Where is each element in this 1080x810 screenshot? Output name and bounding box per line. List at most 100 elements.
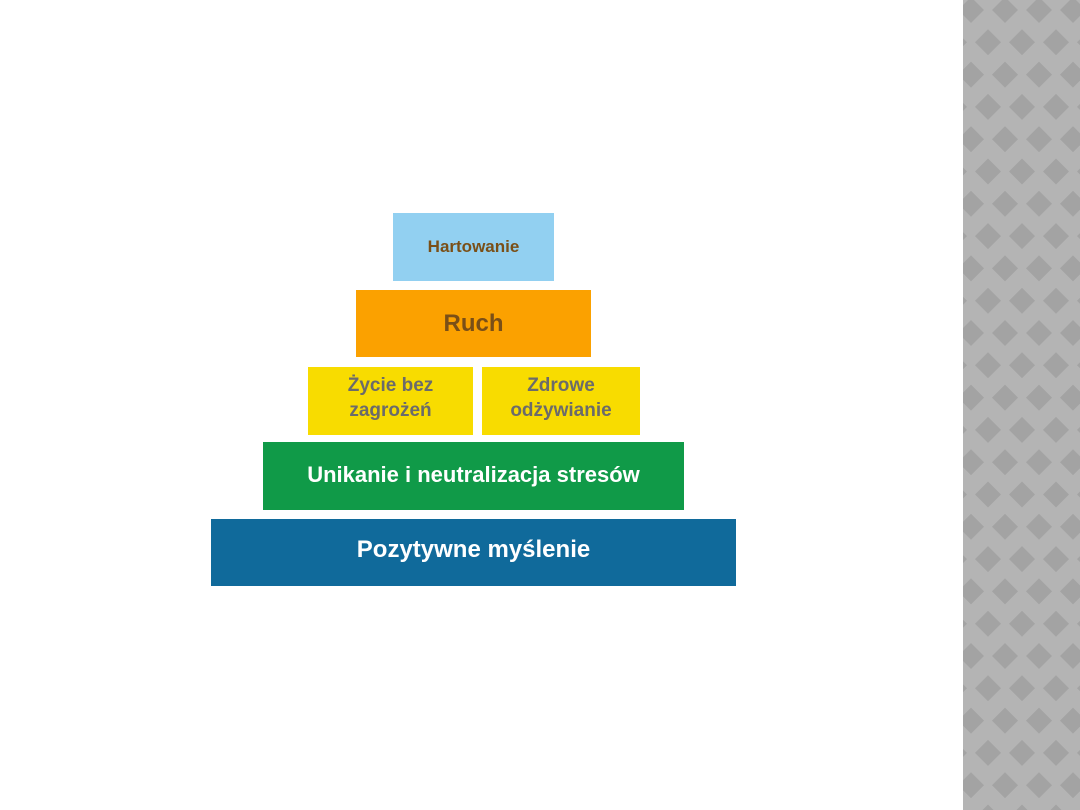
pattern-diamond (1060, 449, 1080, 476)
pattern-diamond (1060, 384, 1080, 411)
decorative-side-panel (963, 0, 1080, 810)
pattern-diamond (992, 190, 1018, 217)
pattern-diamond (1060, 126, 1080, 153)
pattern-diamond (1009, 223, 1035, 250)
pattern-diamond (1077, 685, 1080, 692)
pattern-diamond (992, 772, 1018, 799)
pattern-diamond (975, 223, 1001, 250)
pattern-diamond (1060, 513, 1080, 540)
pattern-diamond (1043, 610, 1069, 637)
pattern-diamond (963, 748, 967, 757)
pattern-diamond (1060, 772, 1080, 799)
pattern-diamond (975, 481, 1001, 508)
pattern-diamond (1043, 29, 1069, 56)
pattern-diamond (1077, 362, 1080, 369)
pattern-diamond (1043, 546, 1069, 573)
pattern-diamond (1043, 352, 1069, 379)
pattern-diamond (1026, 643, 1052, 669)
pattern-diamond (975, 416, 1001, 443)
pattern-diamond (1026, 255, 1052, 282)
pattern-diamond (1043, 93, 1069, 120)
pattern-diamond (963, 619, 967, 628)
pattern-diamond (992, 643, 1018, 669)
pattern-diamond (992, 61, 1018, 88)
pattern-diamond (992, 255, 1018, 282)
pattern-diamond (1043, 416, 1069, 443)
pattern-diamond (992, 384, 1018, 411)
pattern-diamond (1060, 578, 1080, 605)
pattern-diamond (1043, 158, 1069, 185)
pattern-diamond (992, 513, 1018, 540)
pattern-diamond (1043, 739, 1069, 766)
pattern-diamond (1026, 0, 1052, 23)
pattern-diamond (1026, 772, 1052, 799)
pattern-diamond (963, 167, 967, 176)
pattern-diamond (1077, 297, 1080, 304)
pattern-diamond (1009, 158, 1035, 185)
pattern-diamond (963, 232, 967, 241)
pattern-diamond (963, 684, 967, 693)
pattern-diamond (1026, 513, 1052, 540)
pattern-diamond (963, 643, 984, 669)
pattern-diamond (963, 805, 967, 810)
pattern-diamond (982, 804, 994, 810)
pyramid-label-pozytywne-myslenie: Pozytywne myślenie (356, 535, 591, 563)
pattern-diamond (963, 61, 984, 88)
pattern-diamond (1026, 61, 1052, 88)
pattern-diamond (975, 675, 1001, 702)
pattern-diamond (963, 425, 967, 434)
pattern-diamond (1077, 39, 1080, 46)
pattern-diamond (1077, 168, 1080, 175)
pattern-diamond (1009, 287, 1035, 314)
pattern-diamond (1026, 190, 1052, 217)
pattern-diamond (1009, 29, 1035, 56)
pattern-diamond (1026, 320, 1052, 346)
pattern-diamond (1026, 449, 1052, 476)
pattern-diamond (963, 0, 984, 23)
pattern-diamond (1077, 491, 1080, 498)
pattern-diamond (963, 707, 984, 734)
pattern-diamond (1060, 255, 1080, 282)
pattern-diamond (963, 320, 984, 346)
pyramid-label-unikanie-stresow: Unikanie i neutralizacja stresów (307, 461, 640, 487)
pattern-diamond (975, 739, 1001, 766)
pattern-diamond (1043, 223, 1069, 250)
pattern-diamond (1043, 287, 1069, 314)
slide-canvas: Hartowanie Ruch Życie bez zagrożeń Zdrow… (211, 213, 736, 586)
pyramid-block-hartowanie: Hartowanie (393, 213, 554, 281)
pattern-diamond (1026, 384, 1052, 411)
pattern-diamond (1009, 610, 1035, 637)
pattern-diamond (1060, 320, 1080, 346)
pattern-diamond (1060, 643, 1080, 669)
pattern-diamond (975, 352, 1001, 379)
pattern-diamond (963, 361, 967, 370)
pattern-diamond (1009, 739, 1035, 766)
pattern-diamond (1050, 804, 1062, 810)
pattern-diamond (975, 287, 1001, 314)
pattern-diamond (1077, 233, 1080, 240)
pattern-diamond (1026, 707, 1052, 734)
pattern-diamond (963, 578, 984, 605)
pattern-diamond (975, 610, 1001, 637)
pyramid-block-unikanie-stresow: Unikanie i neutralizacja stresów (263, 442, 684, 510)
pattern-diamond (963, 384, 984, 411)
pyramid-label-zycie-bez-zagrozen: Życie bez zagrożeń (347, 375, 434, 421)
pattern-diamond (992, 707, 1018, 734)
pattern-diamond (963, 296, 967, 305)
pattern-diamond (963, 190, 984, 217)
pattern-diamond (963, 126, 984, 153)
pattern-diamond (1077, 556, 1080, 563)
pattern-diamond (1077, 426, 1080, 433)
pattern-diamond (992, 320, 1018, 346)
pyramid-block-zdrowe-odzywianie: Zdrowe odżywianie (482, 367, 640, 435)
pattern-diamond (975, 158, 1001, 185)
pattern-diamond (1009, 93, 1035, 120)
diamond-pattern-graphic (963, 0, 1080, 810)
pattern-diamond (1060, 190, 1080, 217)
pattern-diamond (963, 772, 984, 799)
pyramid-label-ruch: Ruch (443, 309, 504, 337)
pattern-diamond (1060, 707, 1080, 734)
pyramid-block-zycie-bez-zagrozen: Życie bez zagrożeń (308, 367, 473, 435)
pattern-diamond (992, 449, 1018, 476)
pattern-diamond (1009, 675, 1035, 702)
